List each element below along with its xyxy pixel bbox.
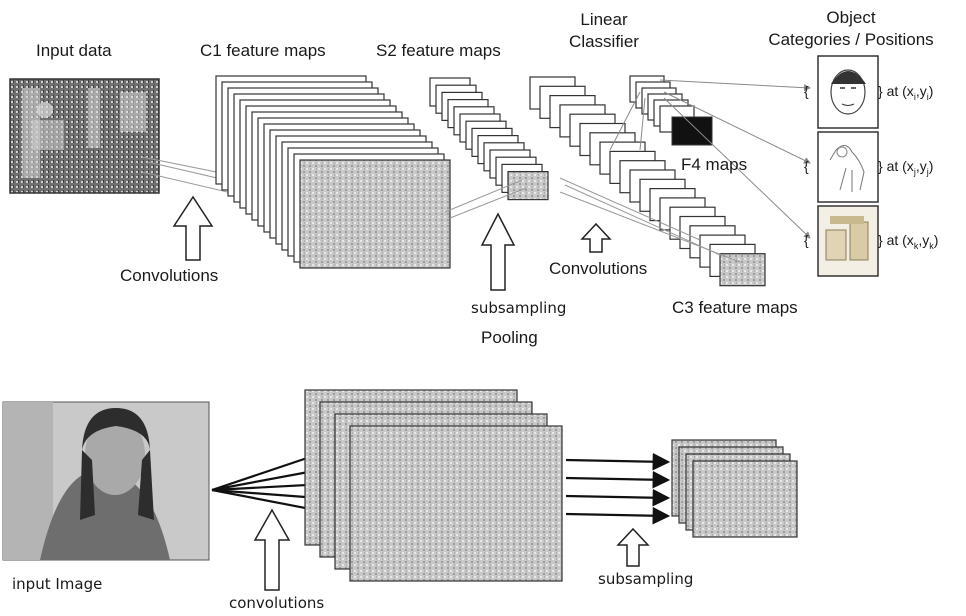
f4-maps-label: F4 maps xyxy=(681,155,748,174)
object-image-face xyxy=(817,55,879,129)
bottom-subsampled-maps-stack xyxy=(671,439,798,538)
input-data-image xyxy=(9,78,160,194)
bottom-subsampling-up-arrow xyxy=(616,527,650,567)
subsampling-up-arrow xyxy=(480,212,516,291)
bottom-subsampling-label: subsampling xyxy=(598,570,694,588)
c1-feature-maps-stack xyxy=(215,75,451,269)
object-output-position: } at (xi,yi) xyxy=(878,83,934,102)
s2-feature-maps-label: S2 feature maps xyxy=(376,41,501,60)
object-image-furniture xyxy=(817,205,879,277)
s2-feature-maps-stack xyxy=(429,77,549,201)
c1-stack-map xyxy=(299,159,451,269)
classifier-label-line2: Classifier xyxy=(569,32,639,51)
s2-stack-map xyxy=(507,171,549,201)
convolutions-label-1: Convolutions xyxy=(120,266,219,285)
conv-to-subsampling-arrows xyxy=(565,452,671,525)
input-data-label: Input data xyxy=(36,41,112,60)
object-output-position: } at (xj,yj) xyxy=(878,158,934,177)
s2-to-c3-connectors xyxy=(444,177,741,263)
input-image-label: input Image xyxy=(12,575,103,593)
bottom-convolution-maps-stack xyxy=(304,389,563,582)
convolutions-up-arrow-2 xyxy=(580,222,612,253)
c3-feature-maps-stack xyxy=(529,76,766,287)
bconv-stack-map xyxy=(349,425,563,582)
object-output-open-brace: { xyxy=(804,83,809,99)
convolutions-up-arrow-1 xyxy=(172,195,214,261)
input-image-photo xyxy=(2,401,210,561)
c3-feature-maps-label: C3 feature maps xyxy=(672,298,798,317)
object-output-open-brace: { xyxy=(804,158,809,174)
bottom-convolutions-label: convolutions xyxy=(229,594,325,612)
object-output-open-brace: { xyxy=(804,232,809,248)
bottom-convolutions-up-arrow xyxy=(253,508,291,591)
f4-dark-map xyxy=(671,116,713,146)
c3-stack-map xyxy=(719,253,766,287)
categories-positions-label-line2: Categories / Positions xyxy=(768,30,934,49)
linear-label-line1: Linear xyxy=(580,10,628,29)
bsub-stack-map xyxy=(692,460,798,538)
object-label-line1: Object xyxy=(826,8,876,27)
object-image-dog xyxy=(817,131,879,203)
f4-maps-stack xyxy=(629,75,713,146)
subsampling-label: subsampling xyxy=(471,299,567,317)
pooling-label: Pooling xyxy=(481,328,538,347)
classifier-connectors xyxy=(609,79,811,239)
object-output-position: } at (xk,yk) xyxy=(878,232,939,251)
c1-feature-maps-label: C1 feature maps xyxy=(200,41,326,60)
convolutions-label-2: Convolutions xyxy=(549,259,648,278)
